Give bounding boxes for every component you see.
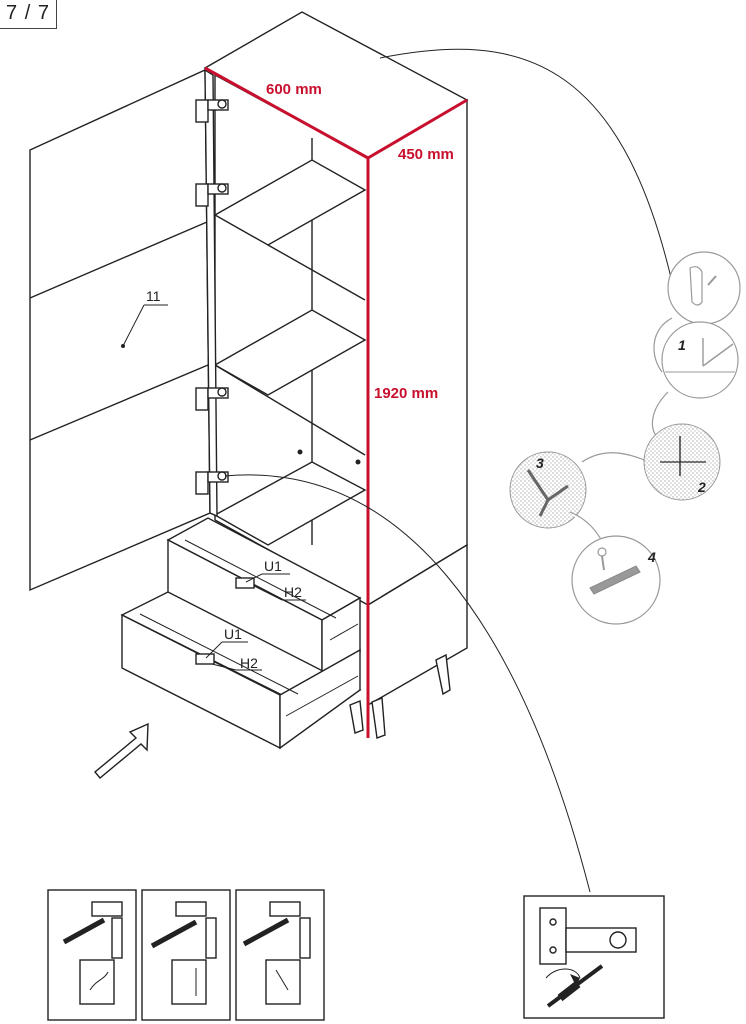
height-dimension: 1920 mm <box>374 385 438 402</box>
detail-circle <box>661 321 739 399</box>
leader-line <box>379 48 673 283</box>
hinge-adjustment-panels <box>47 889 325 1021</box>
hinge-icon <box>195 387 229 411</box>
screwdriver-icon <box>546 964 604 1008</box>
lower-drawer: U1 H2 <box>120 591 362 750</box>
handle-icon <box>195 653 215 665</box>
lower-drawer-label-2: H2 <box>240 655 258 671</box>
hinge-icon <box>195 471 229 495</box>
dimension-lines: 600 mm 450 mm 1920 mm <box>204 66 468 738</box>
detail-circle <box>667 251 741 325</box>
upper-drawer-label-2: H2 <box>284 584 302 600</box>
width-dimension: 600 mm <box>266 81 322 98</box>
insert-arrow-icon <box>94 722 149 779</box>
depth-dimension: 450 mm <box>398 146 454 163</box>
lower-drawer-label-1: U1 <box>224 626 242 642</box>
hinge-detail-icon <box>47 889 137 1021</box>
wall-fixing-details: 1 2 3 4 <box>509 251 741 625</box>
cabinet-door: 11 <box>29 68 218 592</box>
hinge-detail-icon <box>141 889 231 1021</box>
page-indicator: 7 / 7 <box>0 0 57 29</box>
handle-icon <box>235 577 255 589</box>
leader-line <box>224 474 591 893</box>
hinge-icon <box>195 183 229 207</box>
hinges <box>195 99 229 495</box>
step-number: 4 <box>647 549 656 565</box>
step-number: 1 <box>678 337 686 353</box>
upper-drawer-label-1: U1 <box>264 558 282 574</box>
step-number: 3 <box>536 455 544 471</box>
hinge-icon <box>195 99 229 123</box>
screwdriver-panel <box>523 895 665 1019</box>
hinge-detail-icon <box>235 889 325 1021</box>
step-number: 2 <box>697 479 706 495</box>
upper-drawer: U1 H2 <box>166 517 362 678</box>
door-part-number: 11 <box>146 288 161 304</box>
